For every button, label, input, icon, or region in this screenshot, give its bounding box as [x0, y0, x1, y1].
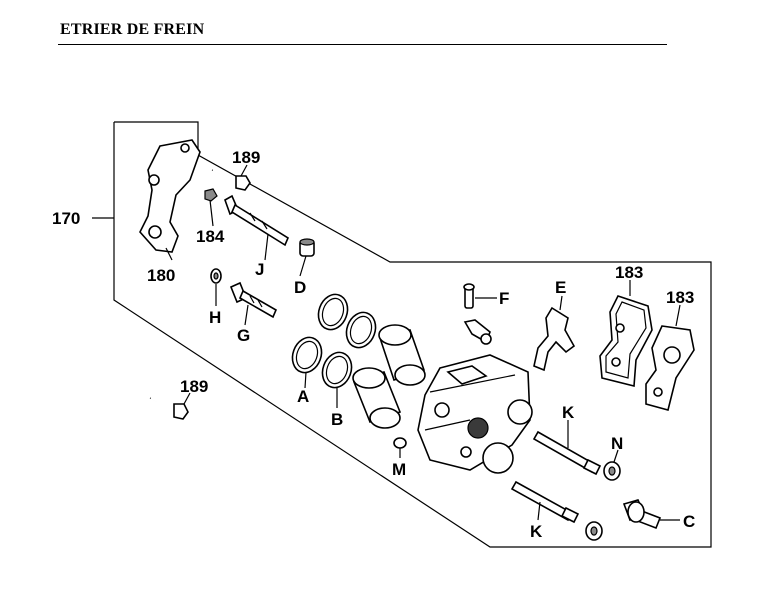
nut-m [393, 437, 407, 449]
pistons [352, 324, 426, 429]
label-189-bottom: 189 [180, 377, 208, 396]
dust-boot-h [210, 268, 222, 284]
bracket-bolt-bottom [149, 396, 189, 420]
brake-pad-right [645, 325, 695, 411]
bleeder-cap-d [299, 238, 315, 257]
slide-pin-j [224, 194, 290, 247]
label-189-top: 189 [232, 148, 260, 167]
bolt-184-part [204, 188, 218, 202]
label-n: N [611, 434, 623, 453]
label-170: 170 [52, 209, 80, 228]
label-m: M [392, 460, 406, 479]
slide-pin-k-upper [532, 430, 602, 476]
label-183-left: 183 [615, 263, 643, 282]
label-f: F [499, 289, 509, 308]
label-j: J [255, 260, 264, 279]
label-b: B [331, 410, 343, 429]
label-k-lower: K [530, 522, 543, 541]
pad-spring-e [533, 306, 576, 372]
label-c: C [683, 512, 695, 531]
label-180: 180 [147, 266, 175, 285]
page-title: ETRIER DE FREIN [60, 21, 205, 38]
title-underline [58, 44, 667, 45]
caliper-body [417, 354, 533, 474]
label-g: G [237, 326, 250, 345]
banjo-bolt-c [622, 499, 662, 530]
dust-boot-n [585, 461, 621, 541]
bleeder-valve-f [463, 283, 492, 345]
label-d: D [294, 278, 306, 297]
label-184: 184 [196, 227, 225, 246]
piston-seals [291, 293, 377, 389]
slide-pin-k-lower [510, 480, 580, 524]
slide-pin-g [229, 281, 278, 319]
label-183-right: 183 [666, 288, 694, 307]
label-a: A [297, 387, 309, 406]
brake-pad-left [599, 295, 653, 388]
caliper-bracket [139, 139, 201, 253]
label-h: H [209, 308, 221, 327]
assembly-boundary [113, 121, 712, 548]
leader-lines [165, 164, 681, 521]
label-k-upper: K [562, 403, 575, 422]
label-e: E [555, 278, 566, 297]
bracket-bolt-top [211, 168, 251, 191]
